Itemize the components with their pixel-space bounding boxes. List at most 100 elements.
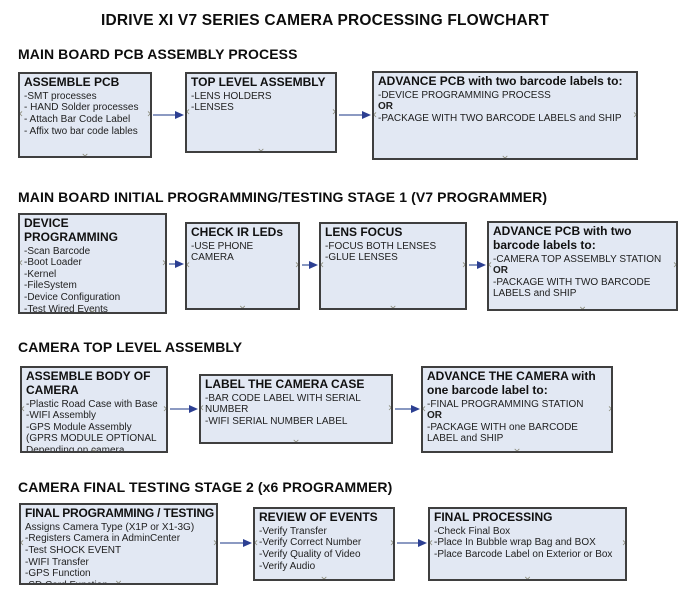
box-items: Assigns Camera Type (X1P or X1-3G)-Regis… <box>25 522 212 583</box>
connector-handle-icon: × <box>294 261 298 271</box>
box-title: ADVANCE THE CAMERA with one barcode labe… <box>427 369 596 397</box>
box-item: -Scan Barcode <box>24 245 91 257</box>
box-item: -Plastic Road Case with Base <box>26 398 158 410</box>
connector-handle-icon: × <box>20 259 24 268</box>
box-items: -SMT processes- HAND Solder processes- A… <box>24 91 146 137</box>
connector-handle-icon: × <box>114 503 123 508</box>
flow-box-label-the-camera-case: × × × × LABEL THE CAMERA CASE -BAR CODE … <box>199 374 393 444</box>
connector-handle-icon: × <box>292 438 300 444</box>
connector-handle-icon: × <box>187 108 191 117</box>
connector-handle-icon: × <box>389 222 397 227</box>
connector-handle-icon: × <box>523 507 532 512</box>
connector-handle-icon: × <box>257 72 265 77</box>
flow-arrow <box>469 261 486 269</box>
connector-handle-icon: × <box>162 405 166 414</box>
box-item: -Place Barcode Label on Exterior or Box <box>434 548 613 560</box>
connector-handle-icon: × <box>146 110 150 120</box>
box-item: -WIFI Assembly <box>26 410 97 422</box>
connector-handle-icon: × <box>672 261 676 271</box>
connector-handle-icon: × <box>255 539 259 549</box>
section-heading-final-testing: CAMERA FINAL TESTING STAGE 2 (x6 PROGRAM… <box>18 479 393 495</box>
flow-arrow <box>153 111 184 119</box>
connector-handle-icon: × <box>513 366 521 371</box>
box-item: -Check Final Box <box>434 525 511 537</box>
connector-handle-icon: × <box>389 304 397 310</box>
flow-arrow <box>170 405 198 413</box>
box-item: -LENS HOLDERS <box>191 90 272 102</box>
box-item: -FileSystem <box>24 280 77 292</box>
box-item: OR <box>493 265 508 277</box>
connector-handle-icon: × <box>90 366 98 371</box>
box-item: -Device Configuration <box>24 291 121 303</box>
connector-handle-icon: × <box>607 405 611 414</box>
connector-handle-icon: × <box>387 404 391 414</box>
box-items: -Plastic Road Case with Base-WIFI Assemb… <box>26 398 162 453</box>
flow-arrow <box>220 539 252 547</box>
connector-handle-icon: × <box>201 404 205 414</box>
connector-handle-icon: × <box>578 221 587 226</box>
section-heading-pcb-assembly: MAIN BOARD PCB ASSEMBLY PROCESS <box>18 46 298 62</box>
flow-box-check-ir-leds: × × × × CHECK IR LEDs -USE PHONE CAMERA <box>185 222 300 310</box>
box-title: DEVICE PROGRAMMING <box>24 216 118 244</box>
section-heading-camera-top-assembly: CAMERA TOP LEVEL ASSEMBLY <box>18 339 243 355</box>
flow-arrow <box>395 405 420 413</box>
box-item: -DEVICE PROGRAMMING PROCESS <box>378 89 551 101</box>
flow-arrow <box>339 111 371 119</box>
flow-box-advance-the-camera-one-label: × × × × ADVANCE THE CAMERA with one barc… <box>421 366 613 453</box>
flow-box-lens-focus: × × × × LENS FOCUS -FOCUS BOTH LENSES-GL… <box>319 222 467 310</box>
box-item: -Test Wired Events <box>24 303 108 314</box>
connector-handle-icon: × <box>423 405 427 414</box>
box-items: -Check Final Box-Place In Bubble wrap Ba… <box>434 526 621 561</box>
box-item: -PACKAGE WITH TWO BARCODE LABELS and SHI… <box>493 276 651 300</box>
box-item: -Place In Bubble wrap Bag and BOX <box>434 537 596 549</box>
box-item: -GPS Module Assembly <box>26 421 132 433</box>
box-item: OR <box>378 101 393 113</box>
box-items: -Scan Barcode-Boot Loader-Kernel-FileSys… <box>24 245 161 314</box>
connector-handle-icon: × <box>374 111 378 120</box>
box-title: FINAL PROCESSING <box>434 510 553 524</box>
box-title: TOP LEVEL ASSEMBLY <box>191 75 326 89</box>
flow-box-device-programming: × × × × DEVICE PROGRAMMING -Scan Barcode… <box>18 213 167 314</box>
connector-handle-icon: × <box>501 154 509 160</box>
connector-handle-icon: × <box>22 405 26 414</box>
box-item: -Kernel <box>24 268 57 280</box>
box-item: -GLUE LENSES <box>325 252 398 264</box>
box-items: -Verify Transfer-Verify Correct Number-V… <box>259 526 389 572</box>
box-item: -USE PHONE CAMERA <box>191 240 254 264</box>
box-item: Depending on camera version) <box>26 444 125 453</box>
connector-handle-icon: × <box>161 259 165 268</box>
box-item: -WIFI SERIAL NUMBER LABEL <box>205 415 348 427</box>
box-items: -FOCUS BOTH LENSES-GLUE LENSES <box>325 241 461 264</box>
connector-handle-icon: × <box>632 111 636 120</box>
connector-handle-icon: × <box>238 304 247 310</box>
connector-handle-icon: × <box>430 539 434 549</box>
flow-box-advance-pcb-stage1: × × × × ADVANCE PCB with two barcode lab… <box>487 221 678 311</box>
connector-handle-icon: × <box>212 539 216 549</box>
box-item: -WIFI Transfer <box>25 556 89 568</box>
connector-handle-icon: × <box>21 539 25 549</box>
box-title: ADVANCE PCB with two barcode labels to: <box>493 224 632 252</box>
connector-handle-icon: × <box>523 575 532 581</box>
box-items: -LENS HOLDERS-LENSES <box>191 91 331 114</box>
flow-box-top-level-assembly: × × × × TOP LEVEL ASSEMBLY -LENS HOLDERS… <box>185 72 337 153</box>
flow-arrow <box>169 260 184 268</box>
connector-handle-icon: × <box>513 447 521 453</box>
box-item: (GPRS MODULE OPTIONAL <box>26 433 157 445</box>
box-item: -CAMERA TOP ASSEMBLY STATION <box>493 253 662 265</box>
connector-handle-icon: × <box>321 261 325 271</box>
box-item: - HAND Solder processes <box>24 102 139 114</box>
box-title: ASSEMBLE BODY OF CAMERA <box>26 369 151 397</box>
box-title: LABEL THE CAMERA CASE <box>205 377 365 391</box>
box-items: -BAR CODE LABEL WITH SERIAL NUMBER-WIFI … <box>205 393 387 428</box>
flow-box-review-of-events: × × × × REVIEW OF EVENTS -Verify Transfe… <box>253 507 395 581</box>
flow-box-final-programming-testing: × × × × FINAL PROGRAMMING / TESTING Assi… <box>19 503 218 585</box>
box-item: - Affix two bar code lables <box>24 125 138 137</box>
connector-handle-icon: × <box>88 213 97 218</box>
connector-handle-icon: × <box>389 539 393 549</box>
box-item: -FINAL PROGRAMMING STATION <box>427 398 584 410</box>
box-item: -Verify Audio <box>259 560 316 572</box>
